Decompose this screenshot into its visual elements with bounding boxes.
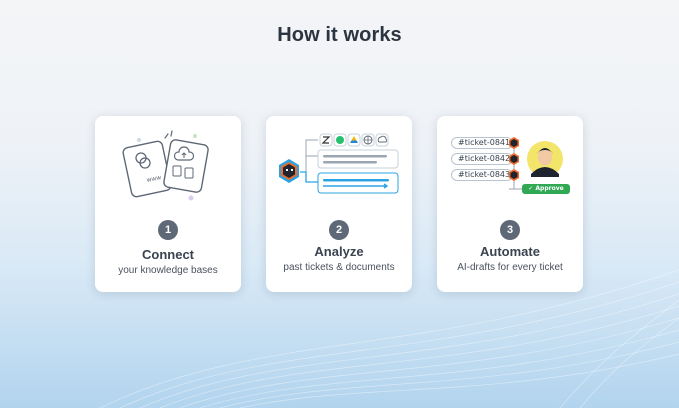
step-subtitle: your knowledge bases xyxy=(118,265,218,276)
bot-hex-icon xyxy=(509,137,519,181)
google-drive-icon xyxy=(347,133,361,147)
analyze-illustration xyxy=(279,133,399,194)
step-number-badge: 1 xyxy=(158,220,178,240)
step-card-connect: www 1 Connect your knowledge bases xyxy=(95,116,241,292)
link-document-icon: www xyxy=(122,140,172,198)
step-title: Analyze xyxy=(314,244,364,259)
www-label: www xyxy=(146,174,162,184)
connect-illustration: www xyxy=(122,130,209,201)
cloud-upload-icon xyxy=(375,133,389,147)
automate-illustration xyxy=(509,137,563,181)
bot-hex-icon xyxy=(279,159,299,183)
zendesk-icon xyxy=(319,133,333,147)
step-card-analyze: 2 Analyze past tickets & documents xyxy=(266,116,412,292)
step-number-badge: 3 xyxy=(500,220,520,240)
step-number-badge: 2 xyxy=(329,220,349,240)
freshdesk-icon xyxy=(333,133,347,147)
step-title: Automate xyxy=(480,244,540,259)
step-title: Connect xyxy=(142,247,194,262)
step-subtitle: AI-drafts for every ticket xyxy=(457,262,563,273)
step-card-automate: #ticket-0841 #ticket-0842 #ticket-0843 ✓… xyxy=(437,116,583,292)
cloud-document-icon xyxy=(163,139,209,193)
page-title: How it works xyxy=(277,24,402,46)
step-subtitle: past tickets & documents xyxy=(283,262,395,273)
globe-icon xyxy=(361,133,375,147)
approve-button[interactable]: ✓ Approve xyxy=(522,184,570,194)
avatar xyxy=(527,141,563,177)
